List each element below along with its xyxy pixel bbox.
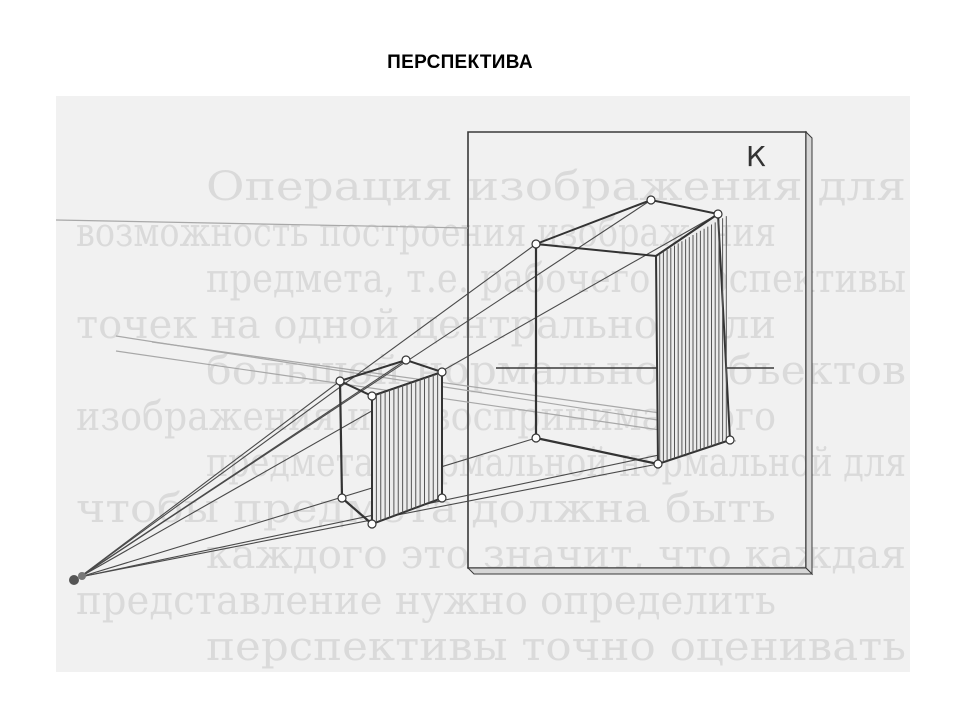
station-point-dot — [69, 575, 79, 585]
picture-plane-edge — [805, 130, 813, 576]
large-prism-vertices — [531, 195, 735, 469]
large-prism-hatching — [659, 216, 727, 463]
faded-text-line: перспективы точно оценивать — [206, 624, 906, 670]
station-point-dot-2 — [78, 572, 86, 580]
faded-text-line: представление нужно определить — [76, 578, 776, 624]
small-prism-hatching — [375, 373, 439, 523]
small-prism — [335, 355, 447, 529]
faded-text-line: предмета, т.е. рабочего перспективы — [206, 256, 906, 302]
slide-title: ПЕРСПЕКТИВА — [387, 52, 533, 73]
small-prism-left-edge — [338, 380, 344, 499]
faded-text-line: предмета, нормальной нормальной для — [206, 440, 906, 486]
small-prism-vertices — [335, 355, 447, 529]
faded-text-line: возможность построения изображения — [76, 210, 776, 256]
plane-label: К — [746, 140, 766, 173]
faded-text-line: большой нормальной объектов — [206, 348, 906, 394]
large-prism — [531, 195, 735, 469]
small-prism-bottom-edge — [341, 497, 373, 525]
faded-text-line: Операция изображения для — [206, 164, 906, 210]
large-prism-bottom-edge — [535, 436, 659, 466]
picture-plane: К — [466, 130, 814, 576]
station-point — [69, 572, 86, 585]
picture-plane-bottom-edge — [466, 567, 814, 575]
